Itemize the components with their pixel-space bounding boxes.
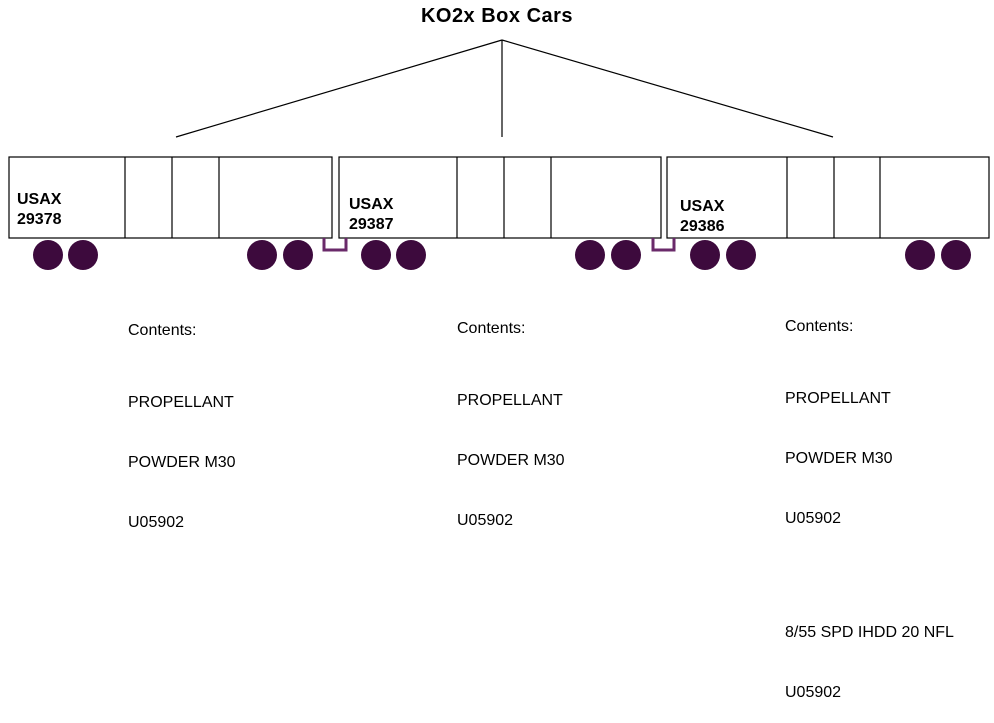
contents-item: U05902 — [785, 510, 842, 527]
contents-label: Contents: — [785, 318, 854, 335]
boxcar-1-id: USAX 29378 — [17, 190, 62, 230]
boxcar-1-body — [8, 156, 333, 239]
connector-line-car-1 — [175, 39, 503, 138]
boxcar-2-id-line1: USAX — [349, 196, 394, 213]
contents-item: PROPELLANT — [457, 392, 563, 409]
contents-item: PROPELLANT — [128, 394, 234, 411]
wheel — [396, 240, 426, 270]
boxcar-3-body — [666, 156, 990, 239]
boxcar-2 — [338, 156, 662, 239]
diagram-title: KO2x Box Cars — [420, 5, 574, 27]
boxcar-3-id-line1: USAX — [680, 198, 725, 215]
wheel — [726, 240, 756, 270]
contents-item: U05902 — [457, 512, 514, 529]
connector-line-car-3 — [501, 39, 834, 138]
title-connectors — [175, 39, 834, 138]
couplers — [322, 238, 676, 252]
wheel — [941, 240, 971, 270]
wheel — [575, 240, 605, 270]
boxcar-2-contents: Contents: PROPELLANT POWDER M30 U05902 — [457, 279, 565, 551]
wheel — [611, 240, 641, 270]
boxcar-3-id-line2: 29386 — [680, 218, 725, 235]
boxcar-2-body — [338, 156, 662, 239]
boxcar-1-id-line1: USAX — [17, 191, 62, 208]
contents-item: PROPELLANT — [785, 390, 891, 407]
wheel — [68, 240, 98, 270]
boxcar-3 — [666, 156, 990, 239]
wheel — [905, 240, 935, 270]
boxcar-1-contents: Contents: PROPELLANT POWDER M30 U05902 — [128, 281, 236, 553]
coupler-1-2 — [322, 238, 348, 252]
wheel — [33, 240, 63, 270]
contents-item: POWDER M30 — [785, 450, 893, 467]
boxcar-3-id: USAX 29386 — [680, 197, 725, 237]
wheel — [283, 240, 313, 270]
contents-spacer — [785, 569, 954, 583]
boxcar-3-contents: Contents: PROPELLANT POWDER M30 U05902 8… — [785, 277, 954, 723]
contents-label: Contents: — [128, 322, 197, 339]
boxcar-1-id-line2: 29378 — [17, 211, 62, 228]
contents-item: POWDER M30 — [457, 452, 565, 469]
boxcar-2-id: USAX 29387 — [349, 195, 394, 235]
extra-contents-item: 8/55 SPD IHDD 20 NFL — [785, 624, 954, 641]
contents-item: POWDER M30 — [128, 454, 236, 471]
extra-contents-item: U05902 — [785, 684, 842, 701]
wheel — [690, 240, 720, 270]
wheel — [247, 240, 277, 270]
wheel — [361, 240, 391, 270]
contents-label: Contents: — [457, 320, 526, 337]
boxcar-1 — [8, 156, 333, 239]
coupler-2-3 — [651, 238, 676, 252]
boxcar-diagram — [8, 39, 990, 270]
boxcar-2-id-line2: 29387 — [349, 216, 394, 233]
contents-item: U05902 — [128, 514, 185, 531]
wheels — [33, 240, 971, 270]
